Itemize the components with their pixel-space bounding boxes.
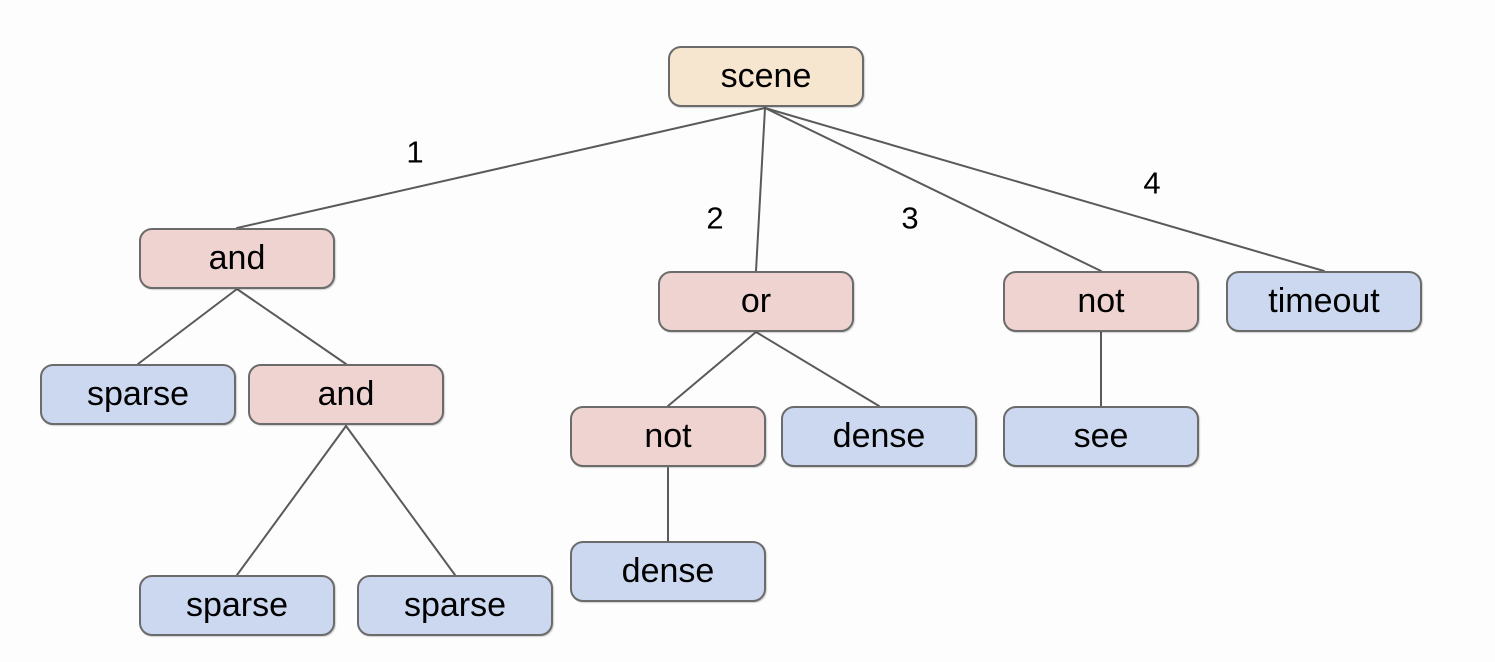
edge-label-3: 3 <box>901 200 919 236</box>
node-label: timeout <box>1268 281 1380 320</box>
edge-or1-to-dense1 <box>755 331 880 407</box>
node-dense1[interactable]: dense <box>781 406 977 467</box>
node-label: or <box>740 281 772 320</box>
edge-scene-to-or1 <box>755 107 766 272</box>
node-see1[interactable]: see <box>1003 406 1199 467</box>
node-not1[interactable]: not <box>1003 271 1199 332</box>
edge-scene-to-timeout1 <box>764 107 1325 272</box>
node-label: see <box>1073 416 1129 455</box>
edge-and1-to-and2 <box>236 288 347 365</box>
node-label: sparse <box>403 585 507 624</box>
node-not2[interactable]: not <box>570 406 766 467</box>
edge-and2-to-sparse3 <box>345 425 456 576</box>
node-label: and <box>208 238 266 277</box>
node-label: scene <box>720 56 812 95</box>
node-scene[interactable]: scene <box>668 46 864 107</box>
node-timeout1[interactable]: timeout <box>1226 271 1422 332</box>
node-label: not <box>644 416 692 455</box>
node-dense2[interactable]: dense <box>570 541 766 602</box>
node-label: sparse <box>185 585 289 624</box>
node-label: sparse <box>86 374 190 413</box>
edge-and2-to-sparse2 <box>236 425 347 576</box>
node-and2[interactable]: and <box>248 364 444 425</box>
node-sparse2[interactable]: sparse <box>139 575 335 636</box>
node-and1[interactable]: and <box>139 228 335 289</box>
edge-scene-to-and1 <box>236 107 766 229</box>
edge-or1-to-not2 <box>667 331 757 407</box>
node-label: and <box>317 374 375 413</box>
node-label: dense <box>832 416 926 455</box>
edge-label-1: 1 <box>406 134 424 170</box>
node-label: not <box>1077 281 1125 320</box>
edge-and1-to-sparse1 <box>137 288 238 365</box>
edge-scene-to-not1 <box>764 107 1102 272</box>
node-label: dense <box>621 551 715 590</box>
edge-label-2: 2 <box>706 200 724 236</box>
edge-label-4: 4 <box>1143 165 1161 201</box>
node-sparse1[interactable]: sparse <box>40 364 236 425</box>
node-sparse3[interactable]: sparse <box>357 575 553 636</box>
node-or1[interactable]: or <box>658 271 854 332</box>
